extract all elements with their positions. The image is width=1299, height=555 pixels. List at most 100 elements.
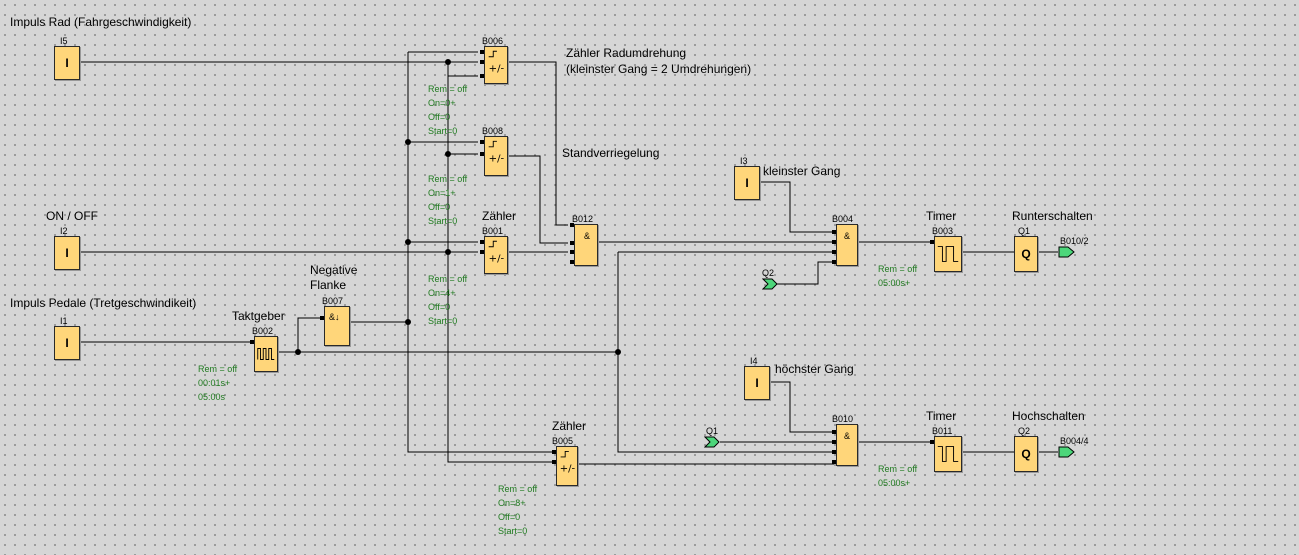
pin <box>832 230 836 234</box>
params-b008: Rem = off On=1+ Off=0 Start=0 <box>428 174 468 226</box>
pin <box>570 260 574 264</box>
pin <box>320 316 324 320</box>
input-block-i1[interactable]: I <box>54 326 80 360</box>
pin <box>930 240 934 244</box>
input-block-i3[interactable]: I <box>734 166 760 200</box>
block-id-b001: B001 <box>482 226 504 236</box>
connector-flag-b004-4[interactable] <box>1058 446 1076 458</box>
input-id-i4: I4 <box>750 356 758 366</box>
edge-block-b007[interactable]: &↓ <box>324 306 350 346</box>
svg-text:+/-: +/- <box>489 154 505 165</box>
input-block-i2[interactable]: I <box>54 236 80 270</box>
title-impuls-pedale: Impuls Pedale (Tretgeschwindikeit) <box>10 296 197 310</box>
label-negative-flanke: Negative Flanke <box>310 263 358 292</box>
label-runterschalten: Runterschalten <box>1012 209 1093 223</box>
pin <box>832 240 836 244</box>
params-b006: Rem = off On=0+ Off=0 Start=0 <box>428 84 468 136</box>
label-kleinster-gang-umdrehungen: (kleinster Gang = 2 Umdrehungen) <box>566 62 752 76</box>
pin <box>480 60 484 64</box>
timer-block-b003[interactable] <box>934 236 962 272</box>
counter-block-b008[interactable]: +/- <box>484 136 508 176</box>
pin <box>570 241 574 245</box>
title-on-off: ON / OFF <box>46 209 98 223</box>
and-symbol: & <box>584 231 591 241</box>
connector-flag-q2[interactable] <box>762 278 778 290</box>
label-kleinster-gang: kleinster Gang <box>763 164 841 178</box>
pin <box>480 50 484 54</box>
input-block-i5[interactable]: I <box>54 46 80 80</box>
pin <box>570 223 574 227</box>
pulse-icon <box>257 348 275 360</box>
connector-flag-q1[interactable] <box>704 436 720 448</box>
counter-block-b001[interactable]: +/- <box>484 236 508 274</box>
and-block-b012[interactable]: & <box>574 224 598 266</box>
wire <box>447 62 556 463</box>
pin <box>832 430 836 434</box>
flag-id-q1: Q1 <box>706 426 719 436</box>
timer-block-b011[interactable] <box>934 436 962 472</box>
input-symbol: I <box>65 246 69 260</box>
block-id-b012: B012 <box>572 214 594 224</box>
pin <box>570 250 574 254</box>
timer-pulse-icon <box>937 246 959 262</box>
connector-flag-b010-2[interactable] <box>1058 246 1076 258</box>
output-id-q1: Q1 <box>1018 226 1031 236</box>
pin <box>250 340 254 344</box>
output-id-q2: Q2 <box>1018 426 1031 436</box>
wire <box>508 61 568 226</box>
label-standverriegelung: Standverriegelung <box>562 146 660 160</box>
junction-dot <box>445 151 451 157</box>
pin <box>480 74 484 78</box>
counter-block-b006[interactable]: +/- <box>484 46 508 84</box>
params-b001: Rem = off On=4+ Off=0 Start=0 <box>428 274 468 326</box>
wire <box>770 381 834 433</box>
input-symbol: I <box>65 56 69 70</box>
svg-text:+/-: +/- <box>489 253 505 264</box>
output-block-q2[interactable]: Q <box>1014 436 1038 472</box>
block-id-b007: B007 <box>322 296 344 306</box>
and-symbol: & <box>844 431 851 441</box>
pin <box>480 140 484 144</box>
and-block-b004[interactable]: & <box>836 224 858 266</box>
pin <box>832 260 836 264</box>
flag-id-b004-4: B004/4 <box>1060 436 1089 446</box>
input-symbol: I <box>745 176 749 190</box>
block-id-b002: B002 <box>252 326 274 336</box>
block-id-b004: B004 <box>832 214 854 224</box>
counter-block-b005[interactable]: +/- <box>556 446 578 486</box>
junction-dot <box>445 59 451 65</box>
input-block-i4[interactable]: I <box>744 366 770 400</box>
counter-symbol: +/- <box>489 240 505 264</box>
junction-dot <box>405 239 411 245</box>
label-taktgeber: Taktgeber <box>232 309 285 323</box>
and-symbol: & <box>844 231 851 241</box>
pin <box>480 250 484 254</box>
and-block-b010[interactable]: & <box>836 424 858 466</box>
pin <box>930 440 934 444</box>
svg-text:+/-: +/- <box>560 463 576 474</box>
pin <box>480 240 484 244</box>
pin <box>832 250 836 254</box>
wire <box>297 317 320 352</box>
input-id-i2: I2 <box>60 226 68 236</box>
pin <box>832 450 836 454</box>
wire <box>776 261 834 285</box>
input-id-i3: I3 <box>740 156 748 166</box>
label-timer-b003: Timer <box>926 209 957 223</box>
edge-symbol: &↓ <box>329 312 340 322</box>
counter-symbol: +/- <box>560 451 576 474</box>
label-hochschalten: Hochschalten <box>1012 409 1085 423</box>
label-zaehler-b005: Zähler <box>552 419 587 433</box>
counter-symbol: +/- <box>489 140 505 165</box>
label-hoechster-gang: höchster Gang <box>775 362 854 376</box>
output-block-q1[interactable]: Q <box>1014 236 1038 272</box>
input-id-i1: I1 <box>60 316 68 326</box>
input-symbol: I <box>65 336 69 350</box>
junction-dot <box>295 349 301 355</box>
label-zaehler-radumdrehung: Zähler Radumdrehung <box>566 46 687 60</box>
input-id-i5: I5 <box>60 36 68 46</box>
clock-block-b002[interactable] <box>254 336 278 372</box>
wire <box>508 155 568 244</box>
label-timer-b011: Timer <box>926 409 957 423</box>
